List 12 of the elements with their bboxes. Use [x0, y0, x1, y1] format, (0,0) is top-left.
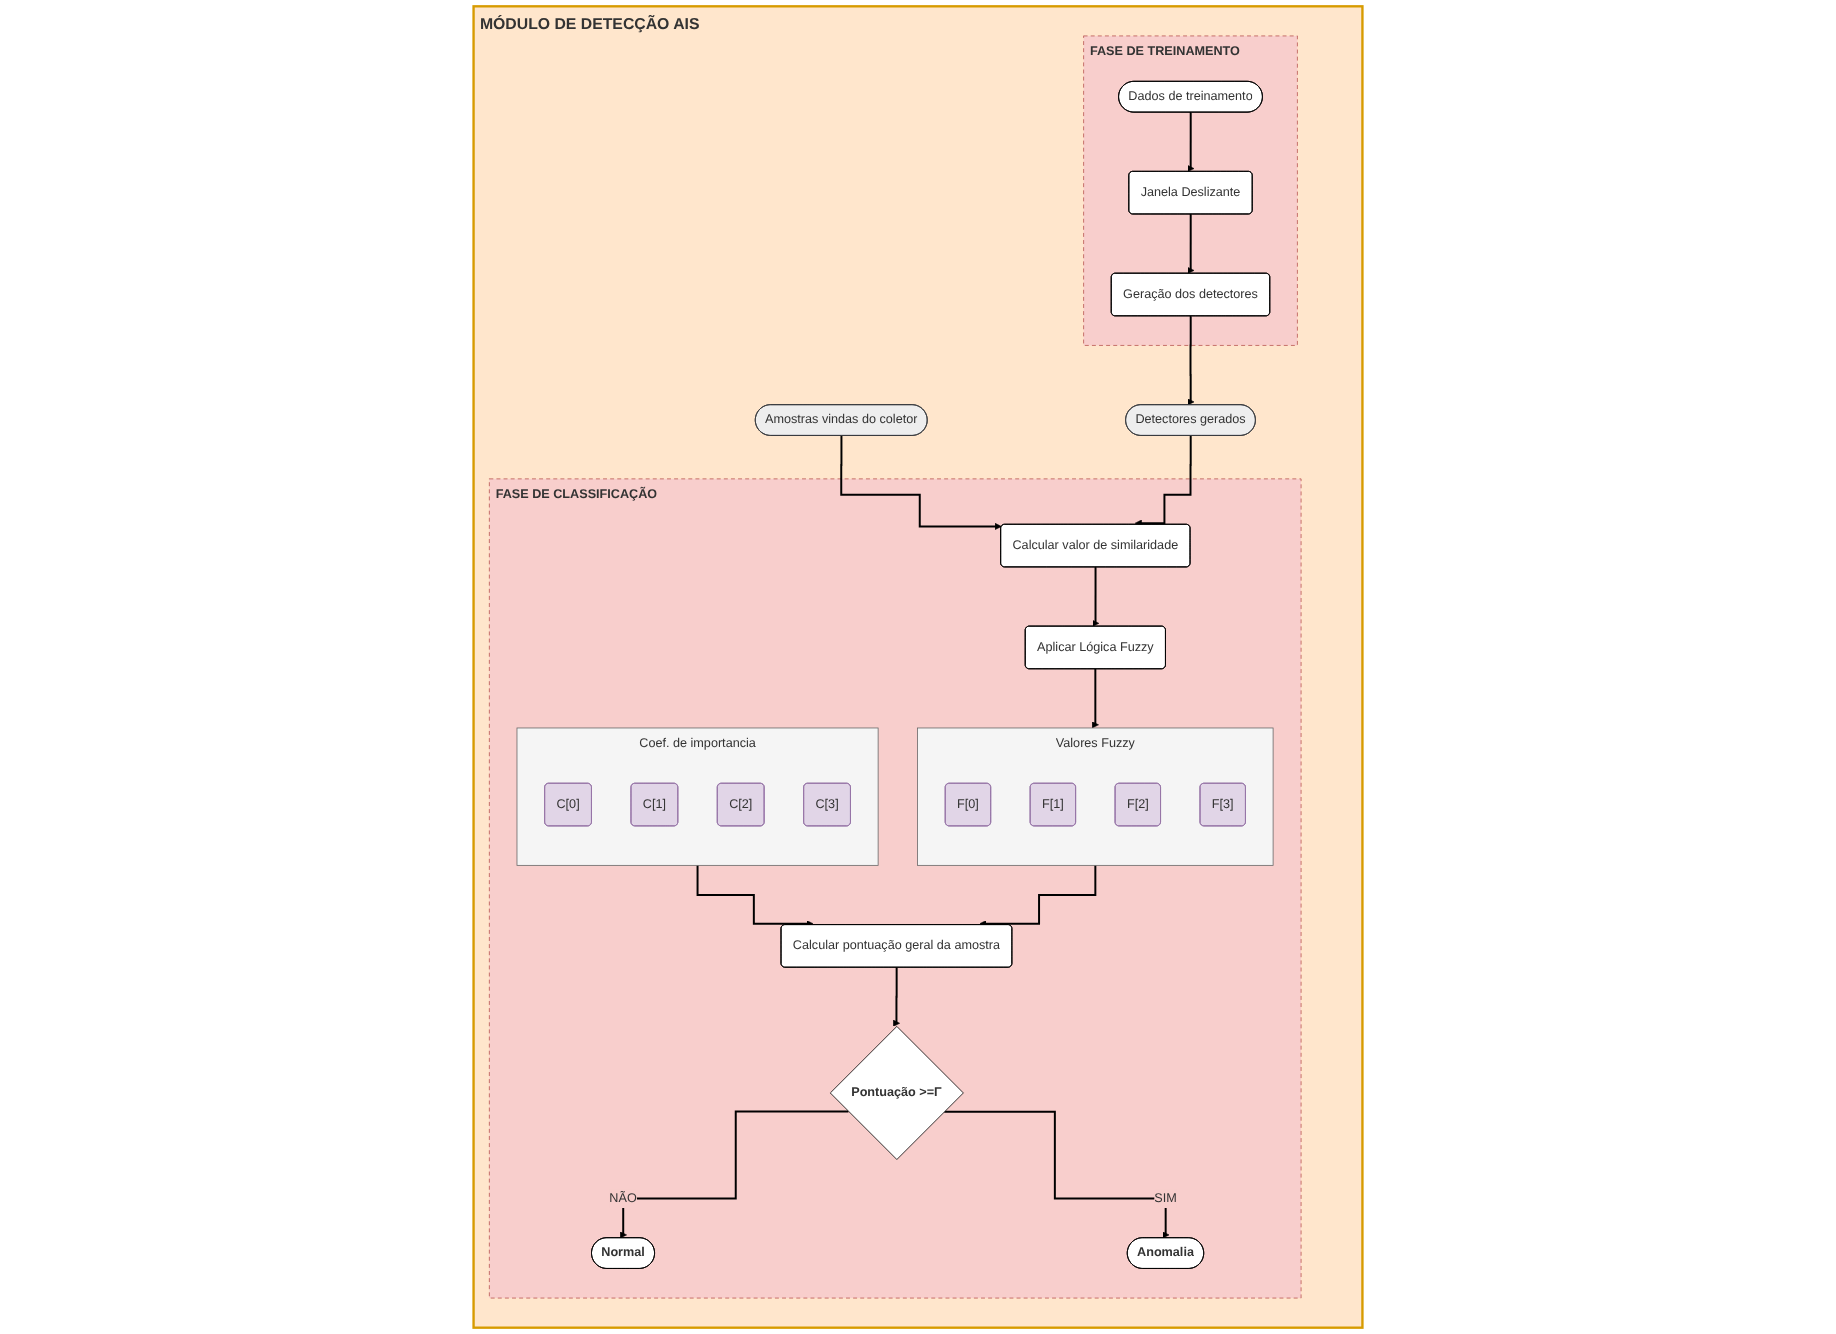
arrow [840, 434, 1002, 530]
arrow [696, 864, 814, 928]
arrow [1092, 566, 1100, 627]
arrow [1187, 315, 1195, 406]
arrow [1091, 667, 1099, 729]
arrow [1134, 434, 1192, 527]
arrow [979, 864, 1097, 928]
arrow [893, 966, 900, 1027]
arrow [1187, 213, 1195, 274]
arrow [619, 1110, 850, 1239]
arrow [1187, 111, 1195, 173]
arrow [943, 1110, 1170, 1239]
